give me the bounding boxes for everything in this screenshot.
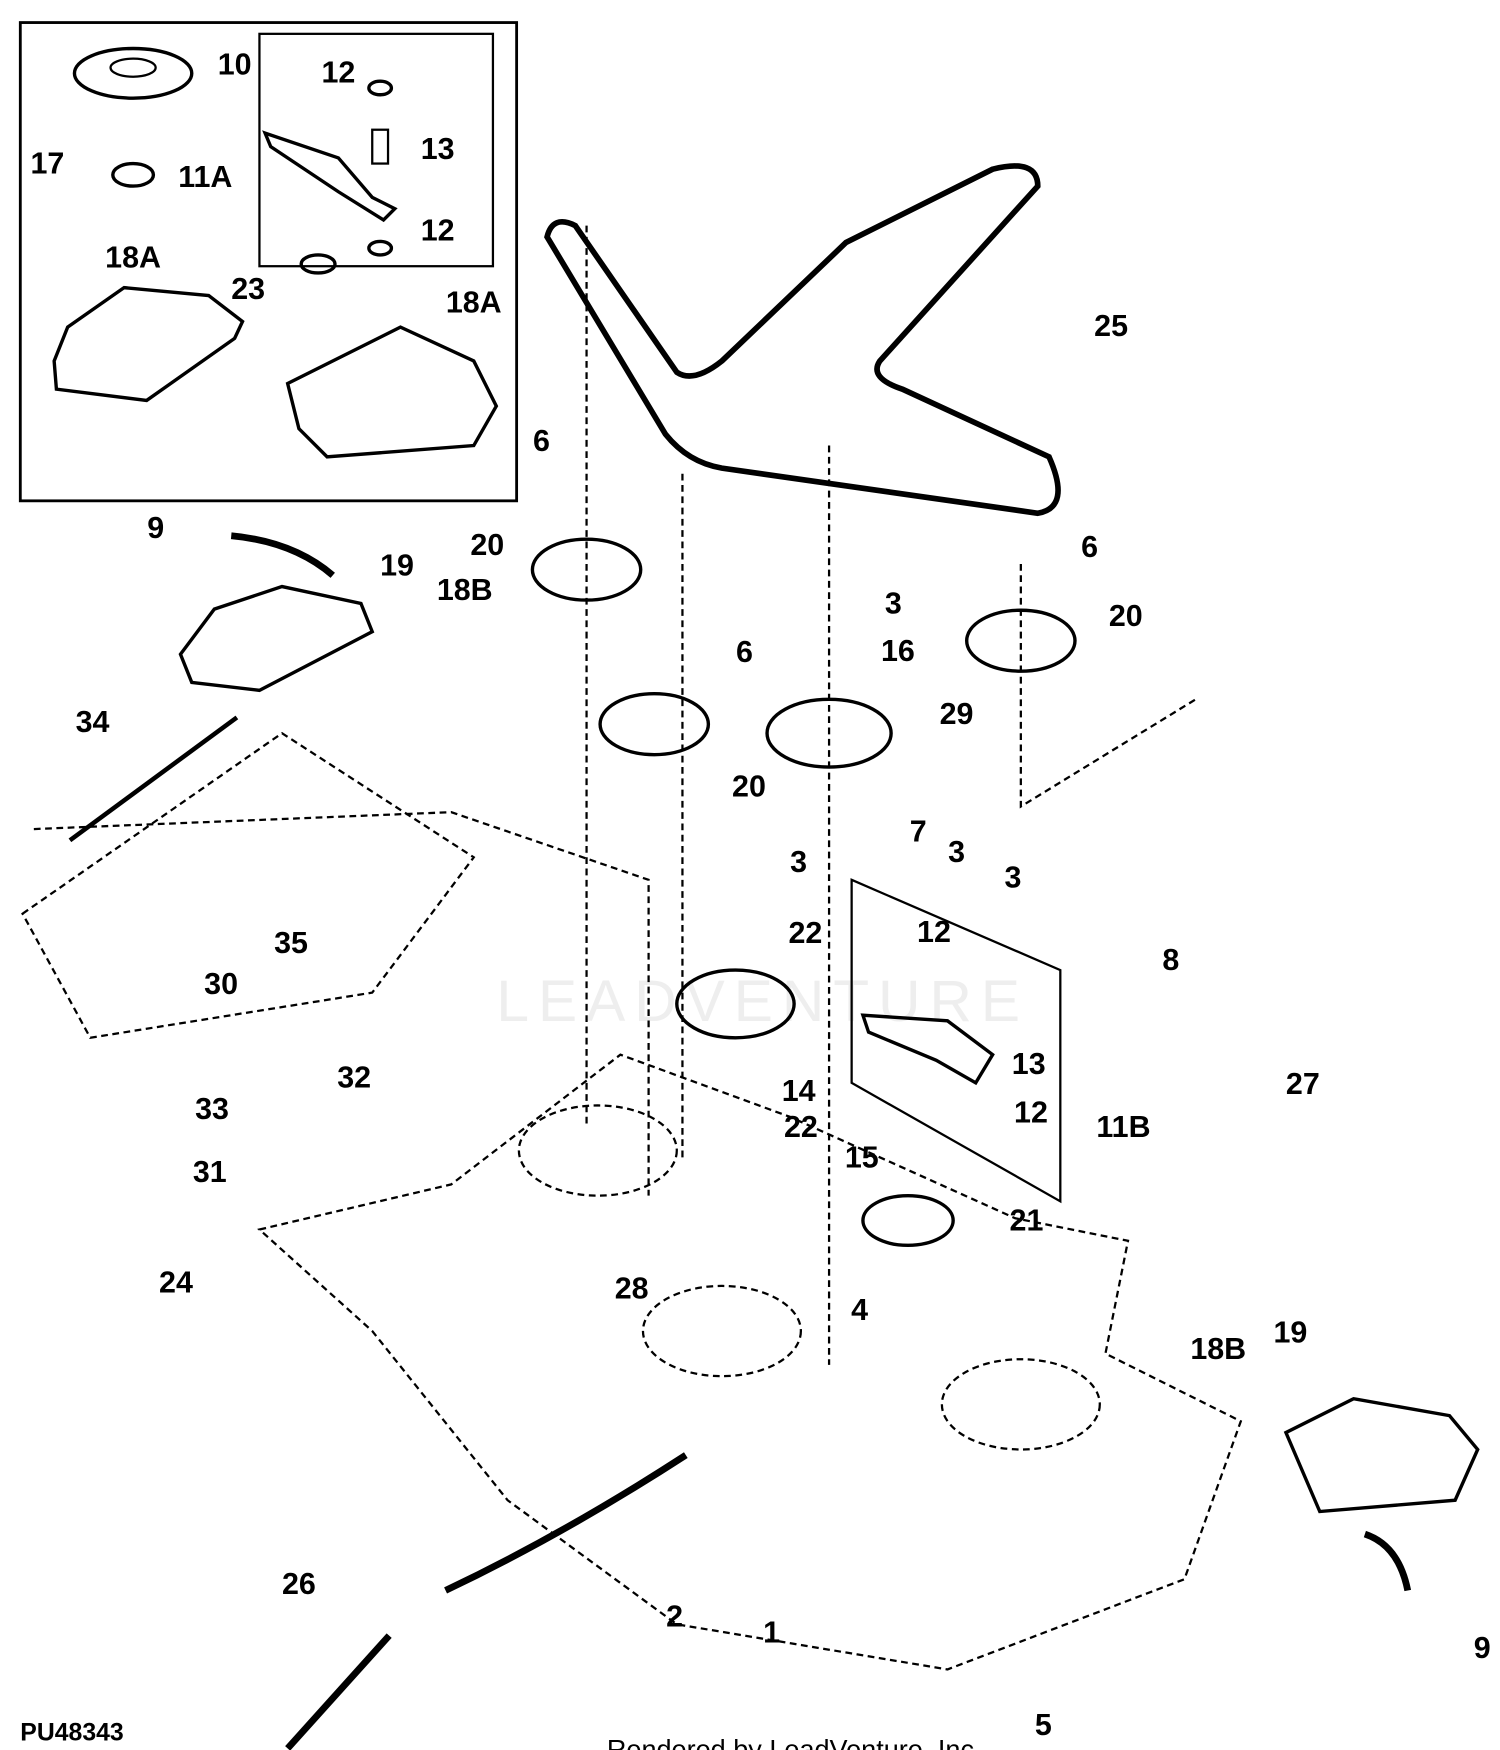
callout-12: 12 xyxy=(917,915,951,949)
callout-28: 28 xyxy=(615,1271,649,1305)
pulley-20-center xyxy=(598,692,711,757)
callout-4: 4 xyxy=(851,1293,868,1327)
callout-12: 12 xyxy=(321,55,355,89)
callout-6: 6 xyxy=(736,635,753,669)
callout-19: 19 xyxy=(1274,1315,1308,1349)
panel-11B xyxy=(850,878,1062,1204)
arrow-spring xyxy=(444,1452,688,1594)
callout-9: 9 xyxy=(1474,1631,1491,1665)
bearing-17 xyxy=(111,161,156,188)
callout-7: 7 xyxy=(910,814,927,848)
callout-11b: 11B xyxy=(1096,1110,1150,1144)
callout-21: 21 xyxy=(1010,1204,1044,1238)
inset-idler-arm-frame xyxy=(258,32,495,268)
arrow-9-right xyxy=(1363,1530,1412,1592)
callout-12: 12 xyxy=(421,213,455,247)
callout-26: 26 xyxy=(282,1567,316,1601)
shield-18B-right xyxy=(1283,1396,1480,1514)
spring-26 xyxy=(285,1633,392,1750)
inset-frame xyxy=(18,21,519,503)
callout-18b: 18B xyxy=(1190,1332,1246,1366)
callout-18a: 18A xyxy=(446,285,502,319)
callout-9: 9 xyxy=(147,511,164,545)
mower-deck xyxy=(21,225,1243,1671)
callout-3: 3 xyxy=(790,845,807,879)
pulley-10 xyxy=(72,46,194,100)
callout-20: 20 xyxy=(732,769,766,803)
callout-15: 15 xyxy=(845,1140,879,1174)
callout-16: 16 xyxy=(881,634,915,668)
callout-32: 32 xyxy=(337,1060,371,1094)
callout-13: 13 xyxy=(421,132,455,166)
callout-18b: 18B xyxy=(437,573,493,607)
callout-3: 3 xyxy=(1004,861,1021,895)
arrow-9-left xyxy=(230,532,335,578)
watermark: LEADVENTURE xyxy=(496,969,1029,1034)
rod-34 xyxy=(68,715,239,843)
shield-18A-right xyxy=(285,325,499,459)
callout-13: 13 xyxy=(1012,1047,1046,1081)
pulley-hub xyxy=(109,57,157,78)
callout-22: 22 xyxy=(784,1110,818,1144)
callout-1: 1 xyxy=(763,1615,780,1649)
callout-3: 3 xyxy=(885,587,902,621)
shield-18B-left xyxy=(178,584,375,693)
callout-20: 20 xyxy=(1109,599,1143,633)
shield-18A xyxy=(52,285,245,403)
bushing-12 xyxy=(367,79,394,97)
callout-30: 30 xyxy=(204,967,238,1001)
belt-25 xyxy=(544,163,1061,517)
callout-10: 10 xyxy=(218,47,252,81)
callout-5: 5 xyxy=(1035,1708,1052,1742)
callout-19: 19 xyxy=(380,548,414,582)
callout-24: 24 xyxy=(159,1266,193,1300)
callout-22: 22 xyxy=(788,916,822,950)
callout-29: 29 xyxy=(940,697,974,731)
callout-17: 17 xyxy=(30,147,64,181)
idler-pulley-14 xyxy=(675,968,796,1040)
washer-23 xyxy=(299,253,337,275)
callout-2: 2 xyxy=(666,1600,683,1634)
callout-18a: 18A xyxy=(105,240,161,274)
callout-3: 3 xyxy=(948,835,965,869)
callout-33: 33 xyxy=(195,1092,229,1126)
callout-25: 25 xyxy=(1094,309,1128,343)
callout-11a: 11A xyxy=(178,160,232,194)
callout-35: 35 xyxy=(274,926,308,960)
callout-23: 23 xyxy=(231,272,265,306)
credit-line: Rendered by LeadVenture, Inc. xyxy=(607,1734,982,1750)
callout-12: 12 xyxy=(1014,1095,1048,1129)
callout-20: 20 xyxy=(470,528,504,562)
spacer-13 xyxy=(371,128,390,165)
callout-6: 6 xyxy=(533,424,550,458)
callout-34: 34 xyxy=(76,705,110,739)
callout-6: 6 xyxy=(1081,530,1098,564)
idler-arm-11A xyxy=(262,130,398,223)
idler-arm-11B xyxy=(860,1013,995,1086)
pulley-20-right xyxy=(965,608,1077,673)
callout-31: 31 xyxy=(193,1155,227,1189)
callout-8: 8 xyxy=(1162,943,1179,977)
callout-14: 14 xyxy=(782,1074,816,1108)
callout-27: 27 xyxy=(1286,1067,1320,1101)
idler-pulley-15 xyxy=(861,1193,955,1248)
bushing-12-lower xyxy=(367,239,394,257)
figure-id: PU48343 xyxy=(20,1720,123,1747)
